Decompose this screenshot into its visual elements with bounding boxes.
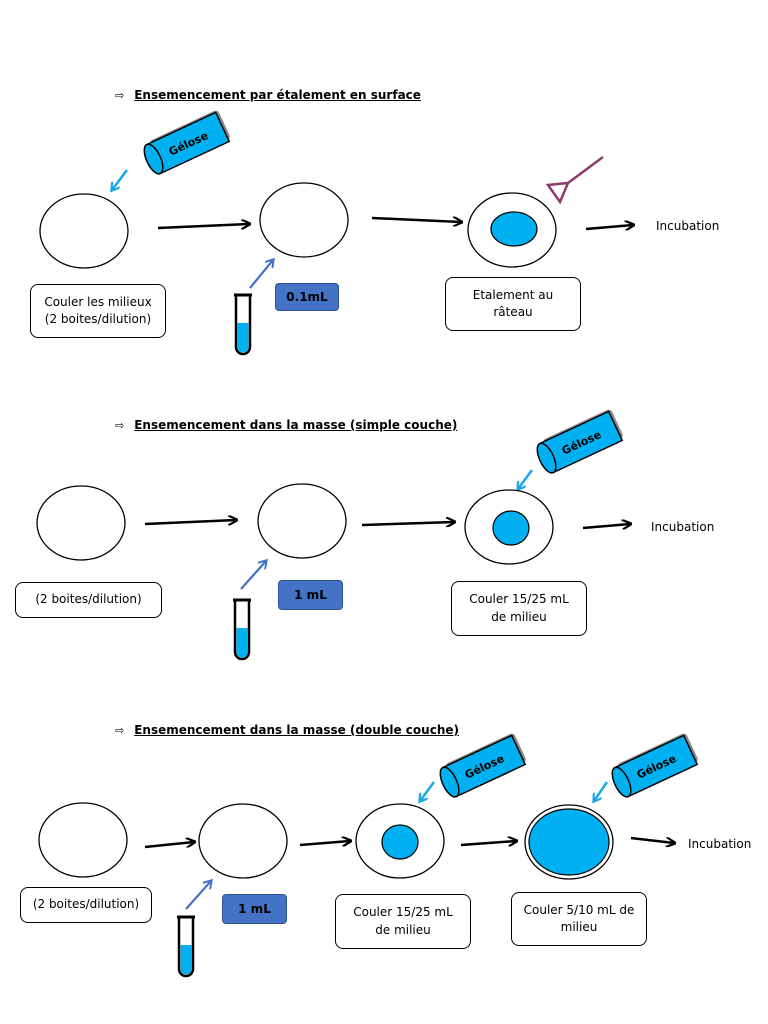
arrow-marker-icon: ⇨ <box>115 724 125 737</box>
section-title: Ensemencement dans la masse (double couc… <box>134 723 459 737</box>
inoculum-spot <box>492 510 530 546</box>
section-2-graphics <box>36 407 630 661</box>
section-1-graphics <box>39 108 633 356</box>
step-label-line: Couler les milieux <box>44 294 152 309</box>
petri-dish-empty <box>36 485 126 561</box>
pour-arrow <box>112 169 128 190</box>
flow-arrow <box>582 524 630 528</box>
petri-dish-empty <box>257 483 347 559</box>
step-label-box: (2 boites/dilution) <box>15 582 162 618</box>
volume-badge: 1 mL <box>278 580 343 610</box>
step-label-line: (2 boites/dilution) <box>32 897 140 912</box>
flow-arrow <box>157 224 249 228</box>
step-label-line: milieu <box>560 920 598 934</box>
petri-dish-empty <box>198 803 288 879</box>
pipette-arrow <box>249 260 273 289</box>
flow-arrow <box>144 520 236 524</box>
flow-arrow <box>299 841 350 845</box>
petri-dish-empty <box>259 182 349 258</box>
flow-arrow <box>585 225 633 229</box>
pipette-arrow <box>185 881 211 910</box>
section-title: Ensemencement par étalement en surface <box>134 88 421 102</box>
step-label-line: de milieu <box>375 922 431 937</box>
agar-layer <box>528 808 610 876</box>
test-tube-icon <box>231 598 253 661</box>
inoculum-spot <box>381 824 419 860</box>
incubation-label: Incubation <box>688 837 752 851</box>
inoculum-spot <box>490 211 538 247</box>
volume-badge: 0.1mL <box>275 283 339 311</box>
flow-arrow <box>460 841 516 845</box>
step-label-line: (2 boites/dilution) <box>35 592 142 607</box>
step-label-line: de milieu <box>491 609 547 624</box>
step-label-line: Etalement au <box>472 287 554 302</box>
step-label-line: Couler 15/25 mL <box>353 905 453 920</box>
section-heading: ⇨ Ensemencement dans la masse (double cou… <box>115 723 459 737</box>
petri-dish-empty <box>38 802 128 878</box>
flow-arrow <box>361 522 454 525</box>
pour-arrow <box>518 469 534 489</box>
flow-arrow <box>144 842 194 849</box>
step-label-line: Couler 15/25 mL <box>469 592 569 607</box>
section-title: Ensemencement dans la masse (simple couc… <box>134 418 458 432</box>
rake-icon <box>545 155 604 205</box>
volume-badge: 1 mL <box>222 894 287 924</box>
petri-dish-empty <box>39 193 129 269</box>
section-3-graphics <box>38 731 701 978</box>
step-label-box: Etalement au râteau <box>445 277 581 331</box>
flow-arrow <box>371 218 461 222</box>
test-tube-icon <box>175 915 197 978</box>
flow-arrow <box>630 836 674 843</box>
arrow-marker-icon: ⇨ <box>115 89 125 102</box>
step-label-line: Couler 5/10 mL de <box>523 902 635 917</box>
step-label-box: (2 boites/dilution) <box>20 887 152 923</box>
pour-arrow <box>420 781 436 801</box>
section-heading: ⇨ Ensemencement par étalement en surface <box>115 88 421 102</box>
test-tube-icon <box>232 293 254 356</box>
step-label-line: (2 boites/dilution) <box>44 312 152 326</box>
incubation-label: Incubation <box>656 219 720 233</box>
incubation-label: Incubation <box>651 520 715 534</box>
step-label-box: Couler 5/10 mL de milieu <box>511 892 647 946</box>
section-heading: ⇨ Ensemencement dans la masse (simple cou… <box>115 418 457 432</box>
step-label-box: Couler 15/25 mL de milieu <box>451 581 587 636</box>
pour-arrow <box>594 781 609 801</box>
step-label-box: Couler 15/25 mL de milieu <box>335 894 471 949</box>
pipette-arrow <box>240 561 266 590</box>
step-label-box: Couler les milieux (2 boites/dilution) <box>30 284 166 338</box>
arrow-marker-icon: ⇨ <box>115 419 125 432</box>
step-label-line: râteau <box>493 305 533 319</box>
